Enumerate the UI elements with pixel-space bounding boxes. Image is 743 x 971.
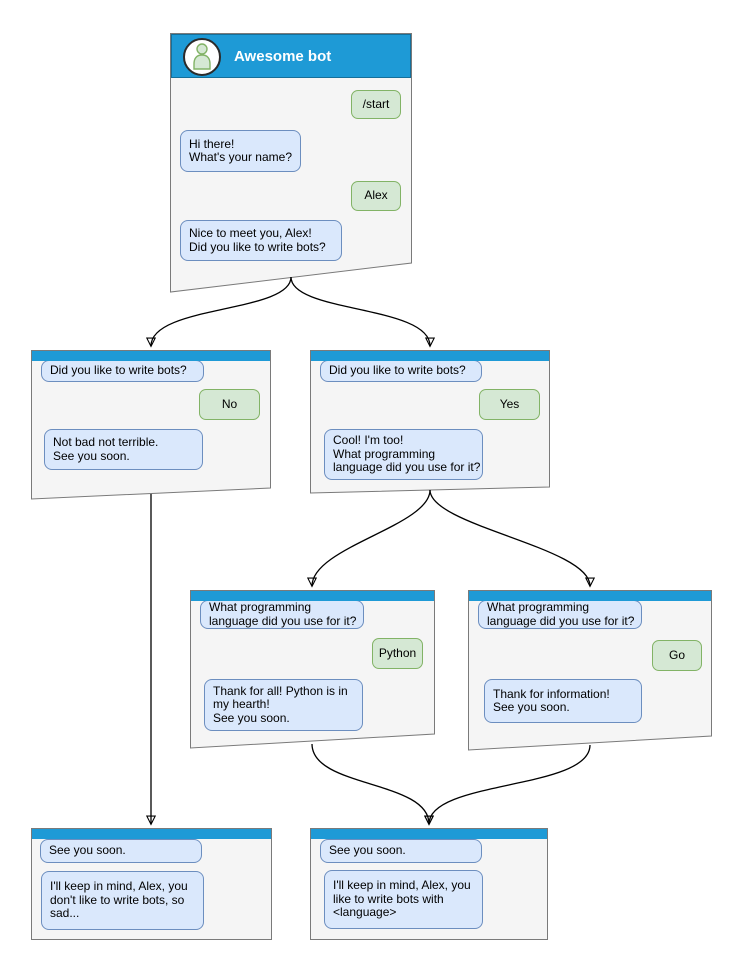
message-text: I'll keep in mind, Alex, you	[333, 878, 471, 893]
chat-window-branch-no: Did you like to write bots? No Not bad n…	[31, 350, 271, 500]
bot-message-bubble: Hi there! What's your name?	[180, 130, 301, 172]
message-text: my hearth!	[213, 697, 270, 712]
user-message-bubble: Python	[372, 638, 423, 669]
person-icon	[193, 43, 211, 70]
chat-window-end-yes: See you soon. I'll keep in mind, Alex, y…	[310, 828, 548, 940]
window-titlebar	[469, 591, 711, 601]
user-message-bubble: Yes	[479, 389, 540, 420]
message-text: Thank for all! Python is in	[213, 683, 348, 698]
window-title: Awesome bot	[234, 47, 332, 65]
message-text: See you soon.	[329, 843, 406, 858]
message-text: /start	[362, 96, 390, 111]
bot-message-bubble: Thank for all! Python is in my hearth! S…	[204, 679, 363, 731]
edge-go-to-end	[429, 744, 591, 824]
chat-window-branch-yes: Did you like to write bots? Yes Cool! I'…	[310, 350, 550, 496]
bot-message-bubble: Cool! I'm too! What programming language…	[324, 429, 483, 480]
user-message-bubble: No	[199, 389, 260, 420]
window-titlebar	[32, 351, 270, 361]
user-message-bubble: Alex	[351, 181, 401, 211]
message-text: See you soon.	[49, 843, 126, 858]
bot-message-bubble: Thank for information! See you soon.	[484, 679, 642, 723]
edge-yes-to-go	[429, 489, 590, 586]
window-titlebar	[191, 591, 434, 601]
message-text: language did you use for it?	[333, 460, 481, 475]
user-message-bubble: Go	[652, 640, 702, 671]
bot-message-bubble: Nice to meet you, Alex! Did you like to …	[180, 220, 342, 261]
message-text: What programming	[333, 446, 436, 461]
message-text: No	[221, 396, 238, 411]
message-text: What programming	[487, 600, 590, 614]
message-text: See you soon.	[493, 700, 570, 714]
window-titlebar: Awesome bot	[171, 34, 411, 78]
message-text: Did you like to write bots?	[189, 239, 326, 254]
message-text: Did you like to write bots?	[50, 363, 187, 378]
message-text: Did you like to write bots?	[329, 363, 466, 378]
window-titlebar	[311, 351, 549, 361]
bot-message-bubble: I'll keep in mind, Alex, you don't like …	[41, 871, 204, 930]
user-message-bubble: /start	[351, 90, 401, 119]
message-text: language did you use for it?	[487, 613, 635, 628]
message-text: language did you use for it?	[209, 613, 357, 628]
message-text: Go	[668, 647, 685, 662]
chat-window-end-no: See you soon. I'll keep in mind, Alex, y…	[31, 828, 272, 940]
bot-message-bubble: See you soon.	[320, 839, 482, 863]
message-text: Alex	[364, 188, 388, 203]
message-text: don't like to write bots, so	[50, 892, 185, 907]
edge-python-to-end	[311, 743, 429, 824]
message-text: What's your name?	[189, 150, 293, 164]
message-text: Python	[378, 645, 417, 660]
message-text: Not bad not terrible.	[53, 435, 159, 449]
bot-message-bubble: I'll keep in mind, Alex, you like to wri…	[324, 870, 483, 929]
message-text: I'll keep in mind, Alex, you	[50, 879, 188, 894]
chat-window-branch-python: What programming language did you use fo…	[190, 590, 435, 750]
avatar	[183, 38, 221, 76]
message-text: Cool! I'm too!	[333, 433, 404, 448]
bot-message-bubble: What programming language did you use fo…	[478, 600, 642, 629]
message-text: <language>	[333, 905, 397, 920]
message-text: like to write bots with	[333, 891, 444, 906]
window-titlebar	[311, 829, 547, 839]
edge-yes-to-python	[312, 489, 431, 586]
message-text: See you soon.	[53, 448, 130, 463]
window-titlebar	[32, 829, 271, 839]
message-text: Nice to meet you, Alex!	[189, 226, 312, 240]
message-text: See you soon.	[213, 710, 290, 725]
bot-message-bubble: Did you like to write bots?	[41, 360, 204, 382]
message-text: sad...	[50, 906, 80, 921]
chat-window-branch-go: What programming language did you use fo…	[468, 590, 712, 752]
message-text: Hi there!	[189, 136, 235, 151]
bot-message-bubble: What programming language did you use fo…	[200, 600, 364, 629]
chat-window-start: Awesome bot /start Hi there! What's your…	[170, 33, 412, 293]
message-text: Yes	[499, 396, 520, 411]
message-text: What programming	[209, 600, 312, 614]
bot-message-bubble: Not bad not terrible. See you soon.	[44, 429, 203, 470]
message-text: Thank for information!	[493, 686, 610, 701]
bot-message-bubble: See you soon.	[40, 839, 202, 863]
bot-message-bubble: Did you like to write bots?	[320, 360, 482, 382]
